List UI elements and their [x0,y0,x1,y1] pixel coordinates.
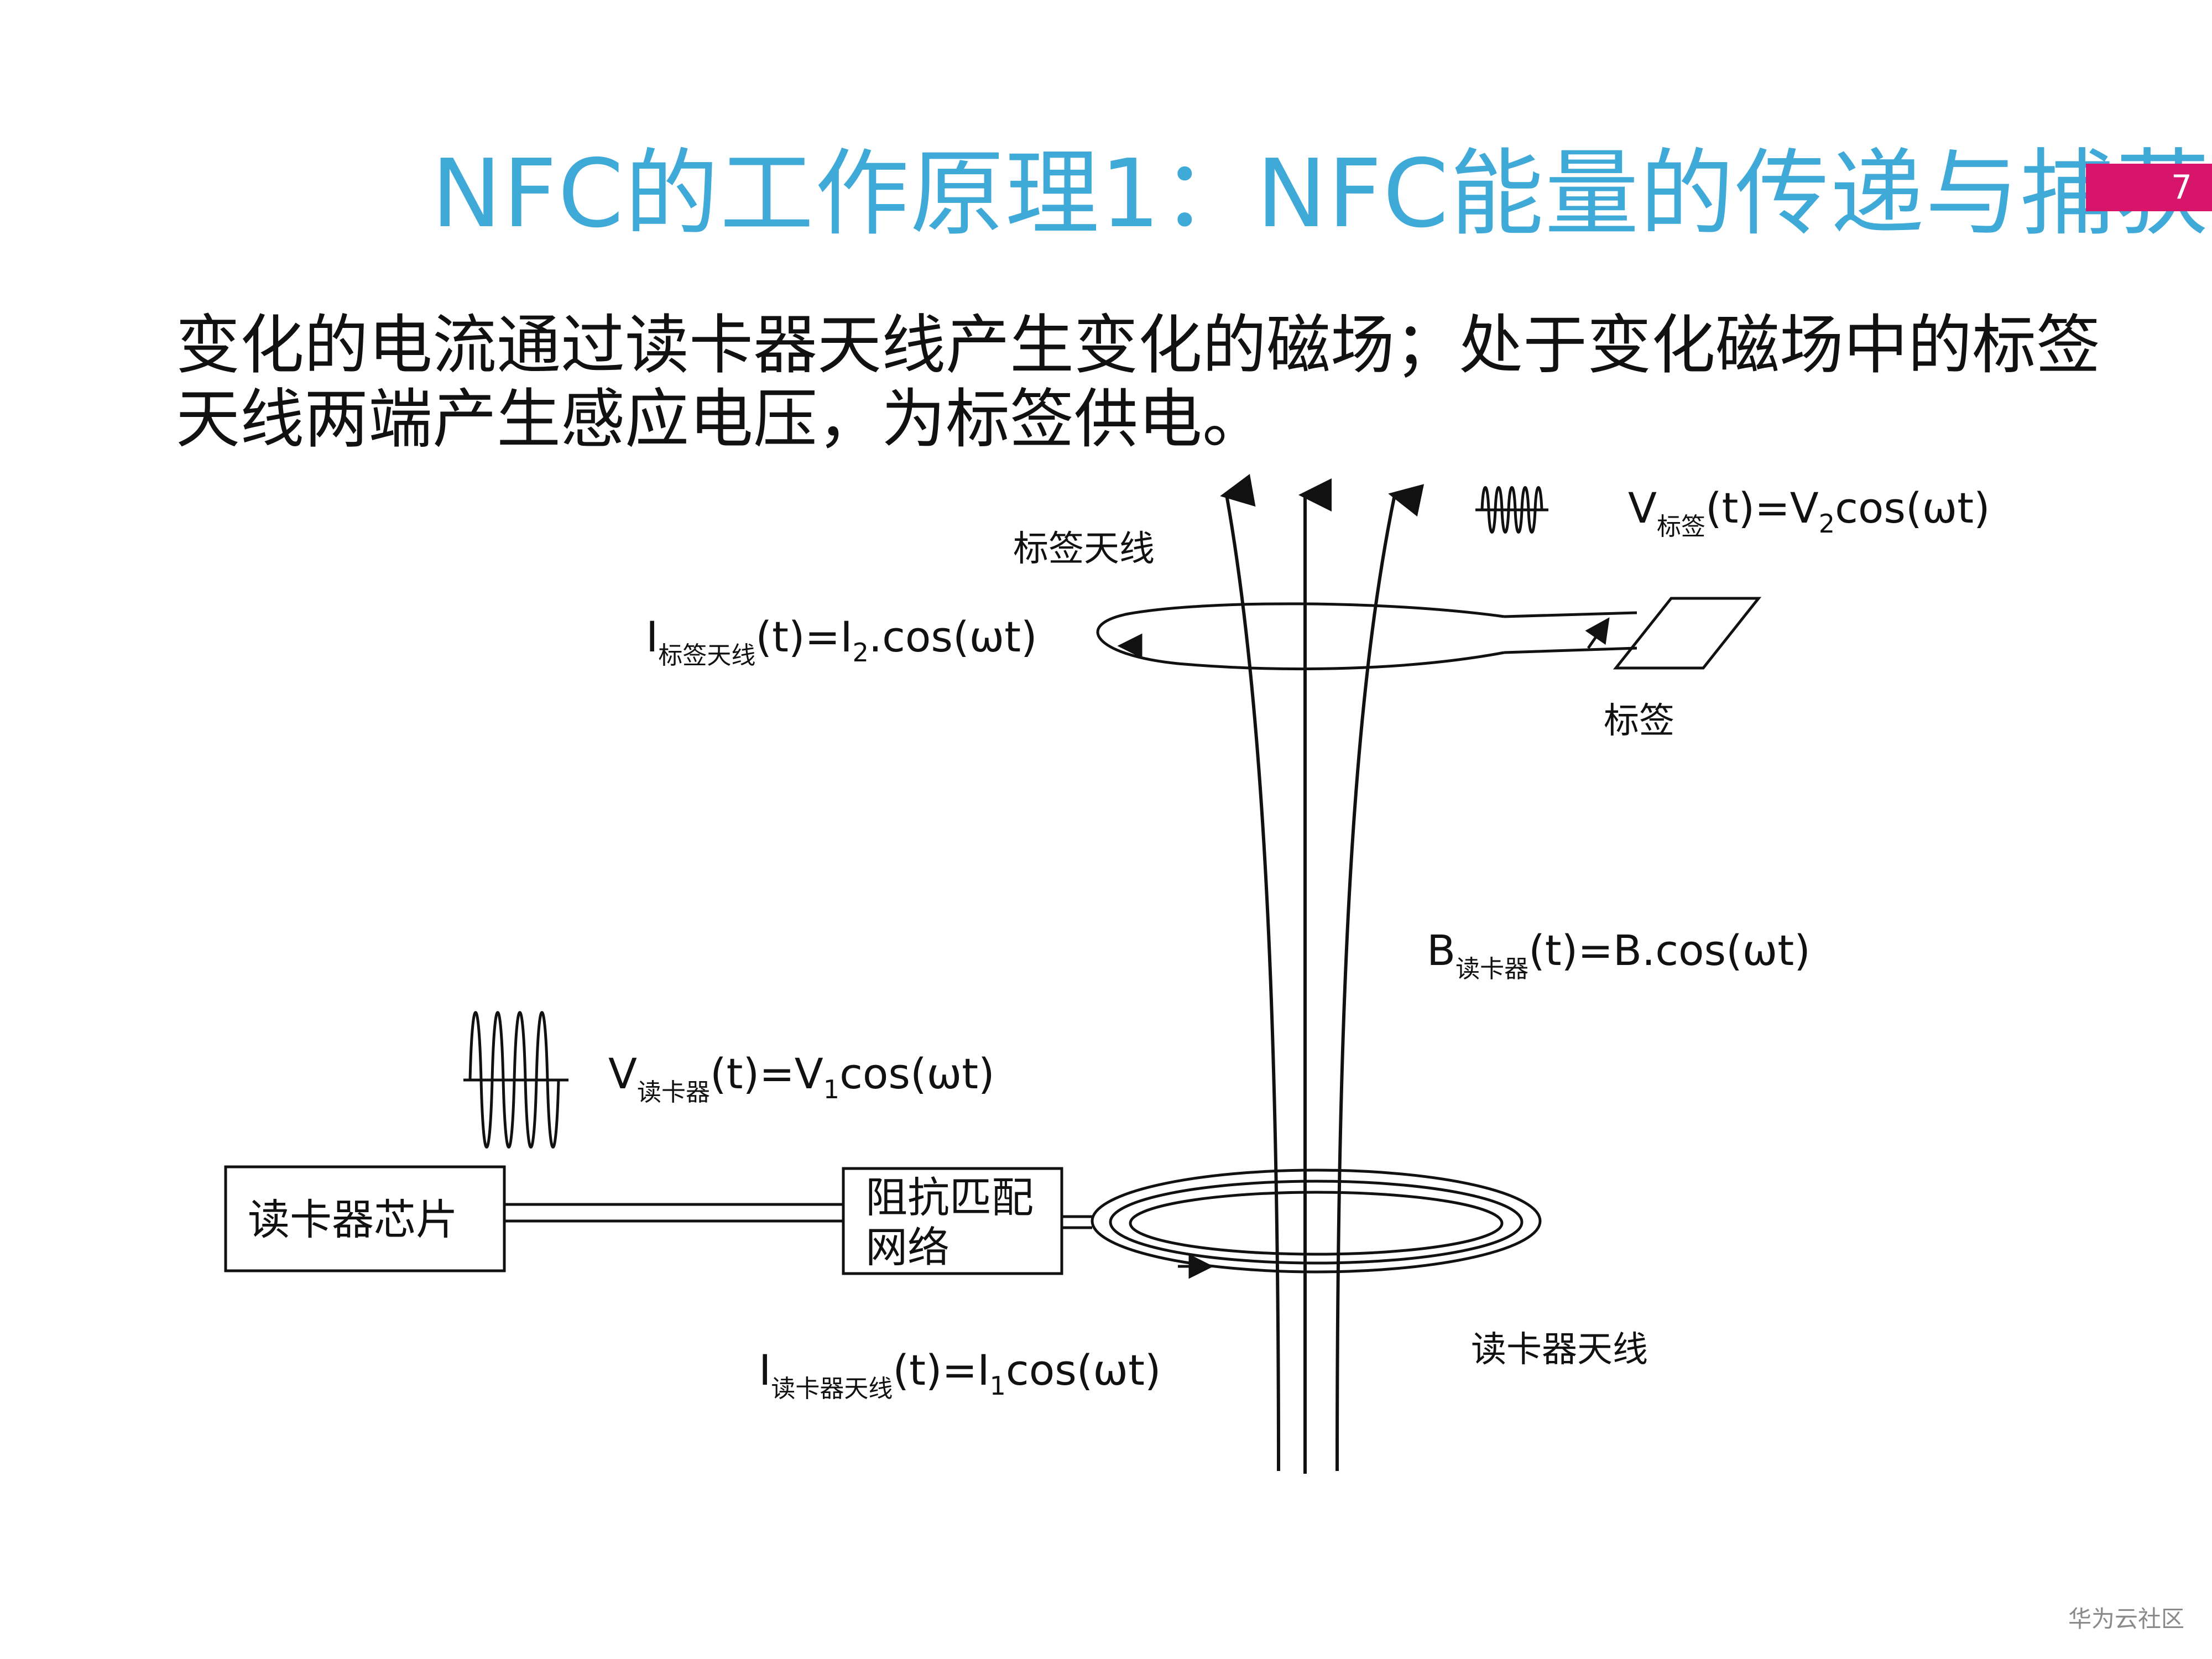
label-reader-antenna: 读卡器天线 [1471,1329,1648,1370]
formula-i-reader-antenna: I读卡器天线(t)=I1cos(ωt) [759,1345,1161,1403]
coil-leads [1062,1215,1092,1229]
formula-v-tag: V标签(t)=V2cos(ωt) [1628,483,1990,541]
label-matching-line-2: 网络 [865,1223,950,1272]
formula-v-reader: V读卡器(t)=V1cos(ωt) [608,1049,995,1107]
matching-network-box [842,1167,1063,1275]
tag-waveform-icon [1475,486,1548,534]
label-tag-antenna: 标签天线 [1013,529,1155,570]
field-line-right [1335,484,1425,1472]
formula-b-reader: B读卡器(t)=B.cos(ωt) [1427,926,1811,983]
magnetic-field-lines [1220,474,1425,1474]
formula-i-tag-antenna: I标签天线(t)=I2.cos(ωt) [646,612,1037,670]
description-line-1: 变化的电流通过读卡器天线产生变化的磁场；处于变化磁场中的标签 [176,308,2100,383]
watermark: 华为云社区 [2068,1605,2185,1632]
label-reader-chip: 读卡器芯片 [248,1195,458,1244]
tag-chip-shape [1613,597,1762,670]
description-paragraph: 变化的电流通过读卡器天线产生变化的磁场；处于变化磁场中的标签 天线两端产生感应电… [176,308,2100,457]
description-line-2: 天线两端产生感应电压，为标签供电。 [176,382,1266,457]
label-matching-line-1: 阻抗匹配 [865,1173,1034,1222]
page-number-badge: 7 [2086,164,2212,211]
field-line-left [1220,474,1280,1472]
page-title: NFC的工作原理1：NFC能量的传递与捕获 [431,139,2211,249]
tag-antenna-loop [1096,602,1637,671]
reader-antenna-coil [1091,1168,1542,1279]
transmission-line [504,1203,843,1223]
reader-chip-box [224,1165,506,1272]
reader-waveform-icon [463,1011,568,1149]
label-tag: 标签 [1604,701,1674,742]
